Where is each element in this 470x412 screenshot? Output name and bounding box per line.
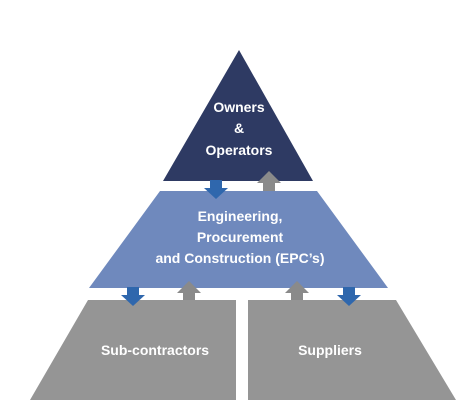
owners-operators-label-line-2: &: [234, 120, 244, 136]
epc-label-line-1: Engineering,: [198, 208, 283, 224]
arrow-down-top-to-middle: [204, 180, 228, 199]
sub-contractors-label: Sub-contractors: [101, 342, 209, 358]
epc-label-line-2: Procurement: [197, 229, 284, 245]
owners-operators-tier: [163, 50, 313, 181]
epc-label-line-3: and Construction (EPC’s): [155, 250, 324, 266]
arrow-down-middle-to-suppliers: [337, 287, 361, 306]
epc-tier: [89, 191, 388, 288]
owners-operators-label-line-3: Operators: [206, 142, 273, 158]
owners-operators-label-line-1: Owners: [213, 99, 265, 115]
suppliers-label: Suppliers: [298, 342, 362, 358]
sub-contractors-tier: [30, 300, 236, 400]
arrow-up-middle-to-top: [257, 171, 281, 191]
arrow-up-subcontractors-to-middle: [177, 281, 201, 300]
arrow-down-middle-to-subcontractors: [121, 287, 145, 306]
suppliers-tier: [248, 300, 456, 400]
arrow-up-suppliers-to-middle: [285, 281, 309, 300]
